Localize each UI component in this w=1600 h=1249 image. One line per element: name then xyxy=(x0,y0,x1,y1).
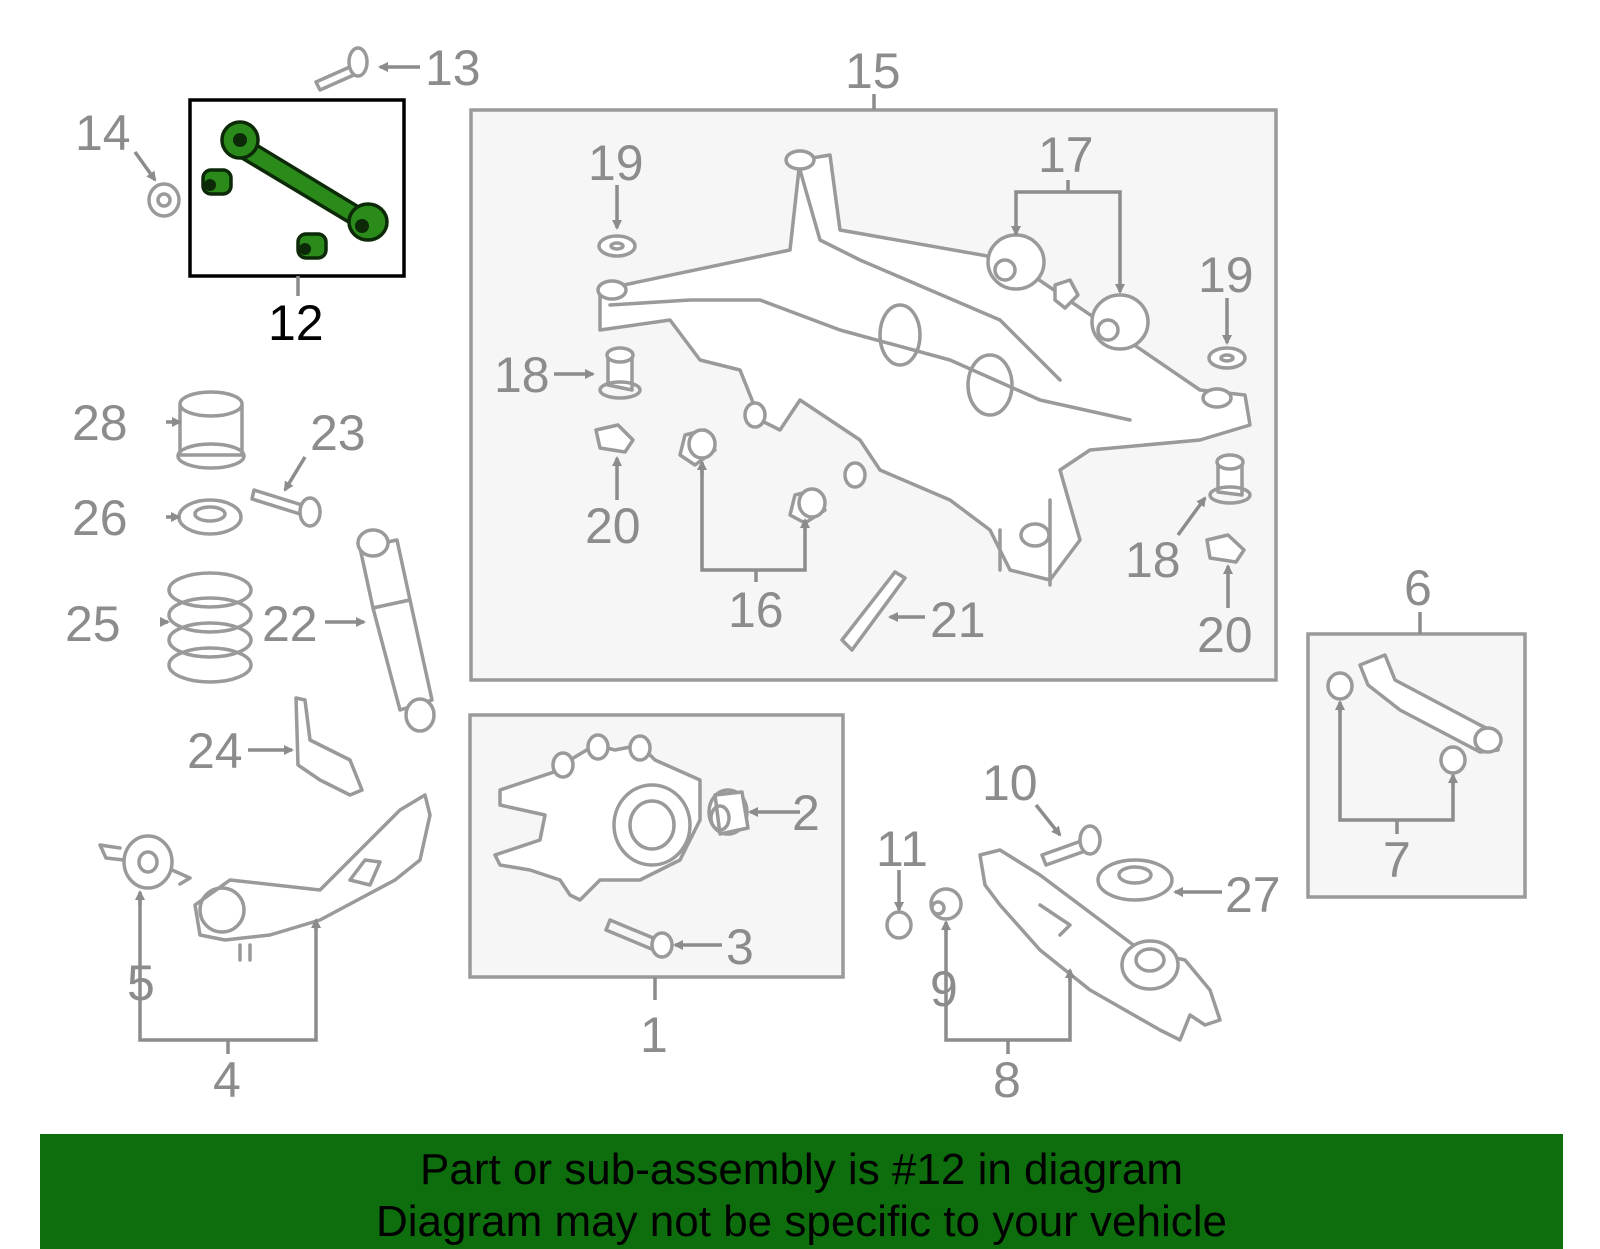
part-9-bushing[interactable] xyxy=(929,887,963,921)
part-14-nut[interactable] xyxy=(147,182,181,218)
part-20-plates[interactable] xyxy=(594,423,1246,564)
callout-19b: 19 xyxy=(1198,247,1254,303)
part-11-nut[interactable] xyxy=(885,910,913,940)
callout-28: 28 xyxy=(72,395,128,451)
banner-line-2: Diagram may not be specific to your vehi… xyxy=(375,1197,1228,1246)
part-23-bolt[interactable] xyxy=(250,488,322,528)
part-1-knuckle[interactable] xyxy=(493,733,702,902)
part-3-bolt[interactable] xyxy=(604,918,674,959)
callout-25: 25 xyxy=(65,596,121,652)
part-4-trailing-arm[interactable] xyxy=(193,793,432,962)
part-10-bolt[interactable] xyxy=(1040,824,1102,867)
callout-26: 26 xyxy=(72,490,128,546)
callout-2: 2 xyxy=(792,785,820,841)
callout-5: 5 xyxy=(127,955,155,1011)
part-22-shock-absorber[interactable] xyxy=(356,528,436,733)
part-25-coil-spring[interactable] xyxy=(167,571,253,684)
part-12-lateral-link[interactable] xyxy=(201,120,389,260)
callout-19a: 19 xyxy=(588,135,644,191)
callout-17: 17 xyxy=(1038,127,1094,183)
callout-23: 23 xyxy=(310,405,366,461)
part-6-upper-arm[interactable] xyxy=(1358,653,1503,754)
part-7-bushings[interactable] xyxy=(1326,671,1467,775)
part-28-bump-stop[interactable] xyxy=(176,390,246,470)
callout-8: 8 xyxy=(993,1052,1021,1108)
leader-lines xyxy=(133,62,1458,1054)
part-19-washers[interactable] xyxy=(597,234,1247,370)
part-24-bracket[interactable] xyxy=(294,696,364,797)
part-17-mounts[interactable] xyxy=(986,233,1150,351)
callout-14: 14 xyxy=(75,105,131,161)
callout-3: 3 xyxy=(726,919,754,975)
callout-20a: 20 xyxy=(585,498,641,554)
callout-18a: 18 xyxy=(494,347,550,403)
callout-9: 9 xyxy=(930,961,958,1017)
callout-18b: 18 xyxy=(1125,532,1181,588)
callout-21: 21 xyxy=(930,592,986,648)
part-26-spring-seat[interactable] xyxy=(177,498,243,536)
callout-22: 22 xyxy=(262,596,318,652)
part-15-crossmember[interactable] xyxy=(596,149,1252,587)
callout-20b: 20 xyxy=(1197,607,1253,663)
callout-12[interactable]: 12 xyxy=(268,295,324,351)
part-27-spring-seat[interactable] xyxy=(1096,858,1174,902)
part-8-lower-arm[interactable] xyxy=(978,848,1222,1042)
callout-10: 10 xyxy=(982,755,1038,811)
info-banner: Part or sub-assembly is #12 in diagram D… xyxy=(40,1134,1563,1249)
callout-6: 6 xyxy=(1404,560,1432,616)
callout-labels: 13 14 12 15 19 17 19 18 20 16 18 20 21 6… xyxy=(65,40,1432,1108)
callout-15: 15 xyxy=(845,43,901,99)
part-16-bushings[interactable] xyxy=(678,428,827,525)
callout-11: 11 xyxy=(876,821,928,877)
callout-16: 16 xyxy=(728,582,784,638)
callout-27: 27 xyxy=(1225,867,1281,923)
part-21-bracket[interactable] xyxy=(840,570,907,652)
banner-line-1: Part or sub-assembly is #12 in diagram xyxy=(420,1145,1183,1194)
callout-13: 13 xyxy=(425,40,481,96)
part-13-bolt[interactable] xyxy=(314,46,369,92)
part-5-bushing[interactable] xyxy=(98,834,192,890)
part-18-bushings[interactable] xyxy=(598,346,1252,505)
callout-24: 24 xyxy=(187,723,243,779)
callout-4: 4 xyxy=(213,1052,241,1108)
callout-7: 7 xyxy=(1383,832,1411,888)
part-2-bushing[interactable] xyxy=(707,788,750,836)
callout-1: 1 xyxy=(640,1007,668,1063)
